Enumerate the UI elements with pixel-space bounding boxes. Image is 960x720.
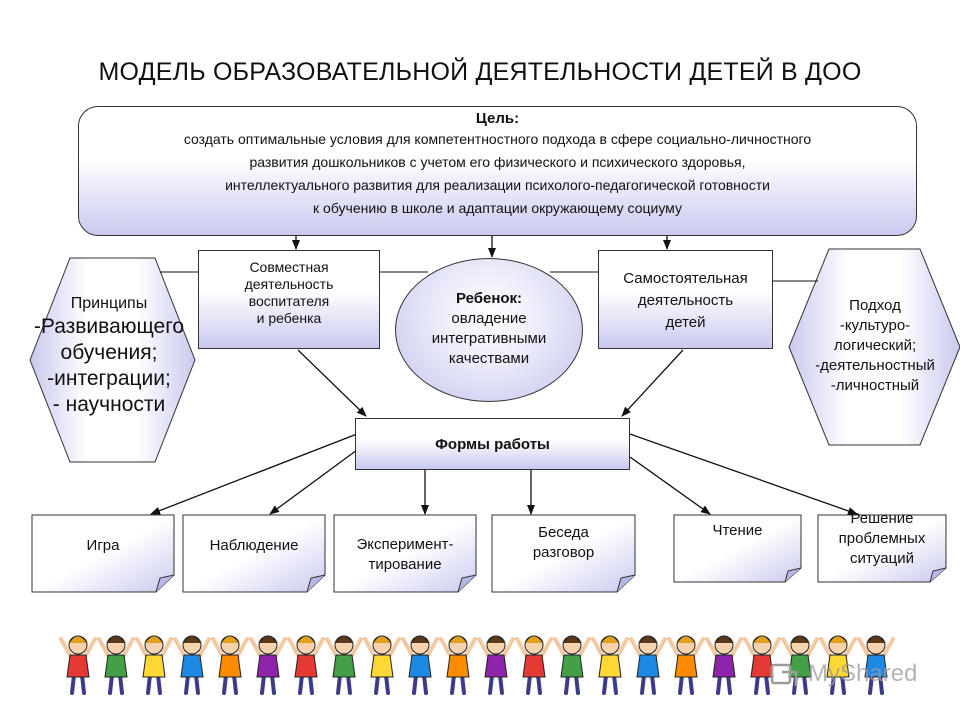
goal-line-1: создать оптимальные условия для компетен… [183,131,812,147]
form-item-reading: Чтение [674,521,801,541]
goal-line-3: интеллектуального развития для реализаци… [225,177,770,193]
form-problems-line-3: ситуаций [850,550,914,567]
approach-line-2: -культуро- [839,317,911,334]
approach-text: Подход -культуро- логический; -деятельно… [790,296,960,396]
independent-activity-box: Самостоятельная деятельность детей [598,250,773,349]
forms-of-work-box: Формы работы [355,418,630,470]
principles-text: Принципы -Развивающего обучения; -интегр… [14,294,204,418]
form-item-problems: Решение проблемных ситуаций [818,509,946,569]
goal-line-2: развития дошкольников с учетом его физич… [249,154,746,170]
form-note-observation [182,514,326,593]
approach-hexagon [788,248,960,446]
independent-activity-line-1: Самостоятельная [623,270,748,287]
child-figure [819,635,857,695]
arrow-forms-problems [629,433,858,515]
approach-line-3: логический; [833,337,917,354]
form-note-problems [817,514,947,583]
form-item-game: Игра [32,536,174,556]
child-figure [743,635,781,695]
child-figure [59,635,97,695]
child-figure [591,635,629,695]
child-ellipse: Ребенок: овладение интегративными качест… [395,258,583,402]
child-title: Ребенок: [455,290,523,307]
form-item-observation: Наблюдение [183,536,325,556]
watermark-logo-icon [770,663,798,686]
child-figure [97,635,135,695]
form-note-game [31,514,175,593]
goal-box: Цель: создать оптимальные условия для ко… [78,106,917,236]
principles-label: Принципы [70,295,148,312]
form-item-conversation: Беседа разговор [492,523,635,563]
form-reading-line-1: Чтение [712,522,763,539]
form-experiment-line-1: Эксперимент- [356,536,454,553]
arrow-forms-game [150,433,358,515]
form-conversation-line-2: разговор [532,544,595,561]
child-figure [325,635,363,695]
child-figure [705,635,743,695]
goal-title: Цель: [475,110,520,127]
child-figure [135,635,173,695]
joint-activity-line-4: и ребенка [256,310,322,326]
form-note-experiment [333,514,477,593]
child-line-2: интегративными [431,330,547,347]
principles-hexagon [29,257,196,463]
child-figure [629,635,667,695]
joint-activity-line-3: воспитателя [248,293,330,309]
independent-activity-line-3: детей [665,314,706,331]
joint-activity-box: Совместная деятельность воспитателя и ре… [198,250,380,349]
principles-item-2: обучения; [60,341,158,364]
child-line-3: качествами [448,350,530,367]
arrow-forms-reading [629,456,711,515]
form-problems-line-1: Решение [850,510,914,527]
arrow-forms-observation [269,449,358,515]
child-figure [249,635,287,695]
form-item-experiment: Эксперимент- тирование [334,535,476,575]
child-figure [477,635,515,695]
independent-activity-line-2: деятельность [637,292,734,309]
child-figure [857,635,895,695]
child-line-1: овладение [451,310,527,327]
child-figure [401,635,439,695]
arrow-independent-forms [621,349,684,417]
approach-line-4: -деятельностный [815,357,935,374]
child-figure [515,635,553,695]
arrow-joint-forms [297,349,367,417]
form-observation-line-1: Наблюдение [209,537,299,554]
form-note-conversation [491,514,636,593]
watermark-text: MyShared [808,660,918,687]
principles-item-3: -интеграции; [47,367,171,390]
page-title: МОДЕЛЬ ОБРАЗОВАТЕЛЬНОЙ ДЕЯТЕЛЬНОСТИ ДЕТЕ… [98,58,862,86]
goal-line-4: к обучению в школе и адаптации окружающе… [313,200,682,216]
form-problems-line-2: проблемных [838,530,926,547]
child-figure [363,635,401,695]
joint-activity-line-1: Совместная [249,259,329,275]
child-figure [553,635,591,695]
form-note-reading [673,514,802,583]
approach-line-1: Подход [849,297,901,314]
child-figure [439,635,477,695]
form-game-line-1: Игра [86,537,120,554]
child-figure [173,635,211,695]
form-conversation-line-1: Беседа [538,524,589,541]
form-experiment-line-2: тирование [368,556,442,573]
children-illustration [59,635,895,695]
approach-line-5: -личностный [830,377,920,394]
principles-item-4: - научности [52,393,166,416]
child-figure [211,635,249,695]
child-figure [287,635,325,695]
principles-item-1: -Развивающего [33,315,185,338]
child-figure [667,635,705,695]
joint-activity-line-2: деятельность [244,276,334,292]
